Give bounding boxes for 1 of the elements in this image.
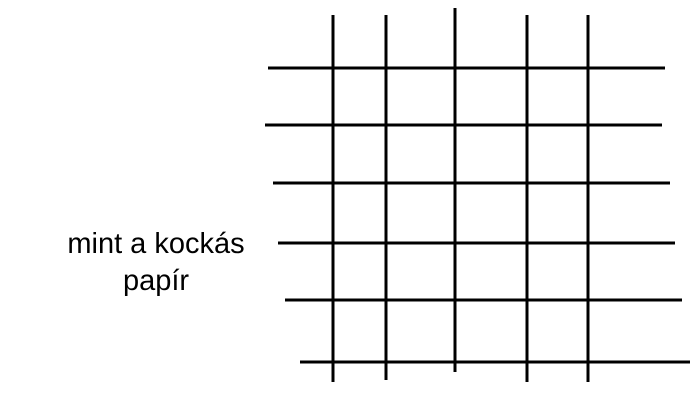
caption-text: mint a kockás papír — [66, 227, 246, 299]
